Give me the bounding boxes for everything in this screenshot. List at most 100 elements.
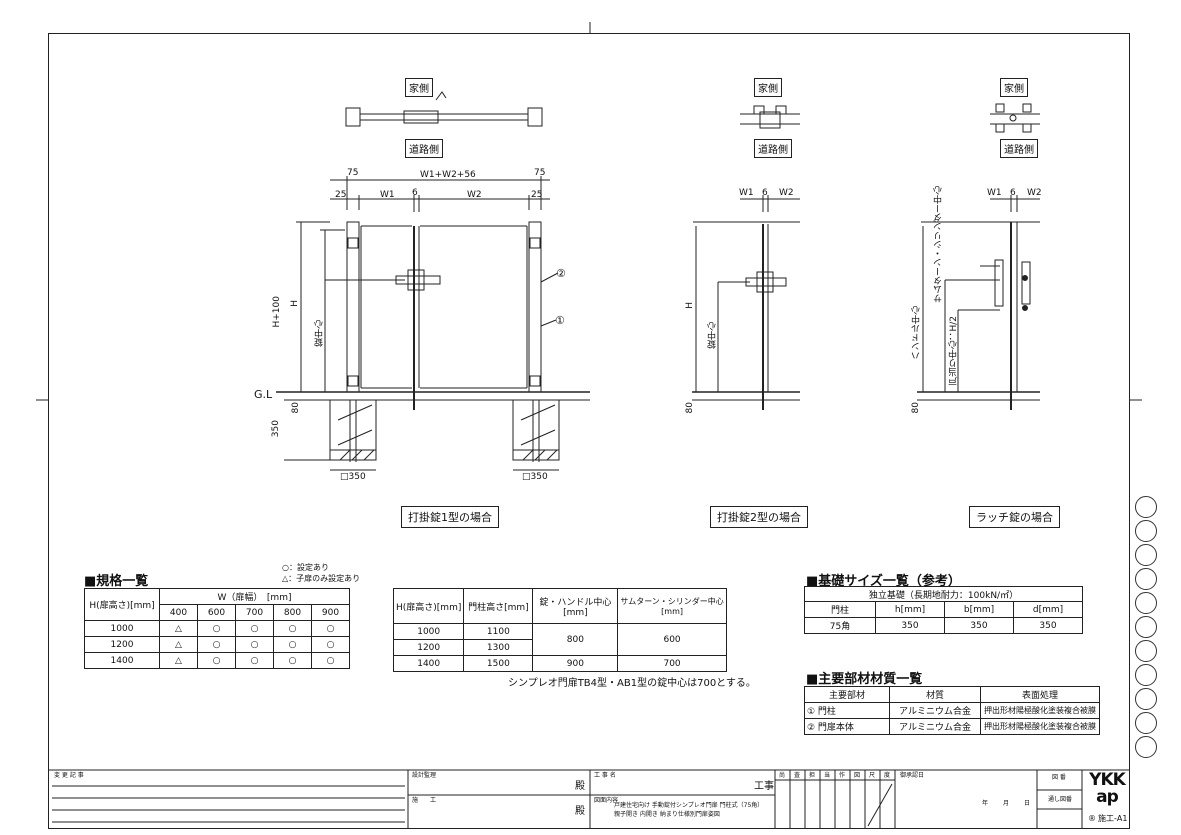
- latch-80: 80: [911, 402, 921, 414]
- change-record-label: 変 更 記 事: [54, 772, 84, 779]
- type1-road-side: 道路側: [405, 139, 443, 158]
- spec-width: 400: [159, 604, 198, 621]
- mt-finish-a: 押出形材: [984, 706, 1016, 715]
- thumb-center: サムターン・シリンダー中心: [934, 186, 944, 303]
- month-label: 月: [1003, 800, 1010, 807]
- day-label: 日: [1024, 800, 1031, 807]
- spec-cell: ○: [311, 652, 350, 669]
- spec-legend-1: ○：設定あり: [282, 563, 329, 572]
- spec-cell: ○: [273, 636, 312, 653]
- mt-finish-b: 陽極酸化塗装複合被膜: [1016, 706, 1096, 715]
- foundation-table: 独立基礎（長期地耐力：100kN/㎡） 門柱 h[mm] b[mm] d[mm]…: [804, 586, 1083, 634]
- table-row: 75角 350 350 350: [804, 617, 1083, 634]
- dim-post-right: 75: [534, 168, 546, 178]
- ht-cell: 1400: [392, 655, 465, 672]
- ht-cell: 800: [532, 623, 619, 656]
- dim-post-left: 75: [347, 168, 359, 178]
- ht-cell: 900: [532, 655, 619, 672]
- height-table: H(扉高さ)[mm] 門柱高さ[mm] 錠・ハンドル中心[mm] サムターン・シ…: [392, 588, 727, 672]
- project-value: 工事: [754, 781, 774, 792]
- project-name-label: 工 事 名: [594, 772, 616, 779]
- table-row: ② 門扉本体 アルミニウム合金 押出形材陽極酸化塗装複合被膜: [804, 718, 1100, 735]
- dono-1: 殿: [575, 781, 585, 792]
- spec-cell: △: [159, 620, 198, 637]
- ht-thumb-label: サムターン・シリンダー中心: [620, 597, 724, 606]
- mt-finish-b: 陽極酸化塗装複合被膜: [1016, 722, 1096, 731]
- spec-cell: 1200: [84, 636, 160, 653]
- spec-width: 900: [311, 604, 350, 621]
- latch-house-side: 家側: [1000, 78, 1028, 97]
- mt-header: 主要部材: [804, 686, 890, 703]
- ht-cell: 700: [617, 655, 727, 672]
- fd-cell: 75角: [804, 617, 876, 634]
- dim-w2: W2: [467, 190, 482, 200]
- table-row: 1200 1300: [392, 639, 727, 656]
- registered-mark: ®: [1088, 814, 1096, 823]
- spec-cell: △: [159, 652, 198, 669]
- spec-cell: ○: [311, 636, 350, 653]
- stamp-label: 尚: [779, 772, 786, 779]
- foundation-right-size: □350: [522, 472, 548, 482]
- spec-cell: ○: [273, 620, 312, 637]
- t2-w1: W1: [739, 188, 754, 198]
- mt-cell: アルミニウム合金: [889, 702, 981, 719]
- ht-cell: 1100: [463, 623, 534, 640]
- ht-lock-label: 錠・ハンドル中心: [539, 597, 612, 608]
- spec-cell: ○: [197, 652, 236, 669]
- table-row: 1200 △ ○ ○ ○ ○: [84, 636, 350, 653]
- mt-header: 表面処理: [980, 686, 1100, 703]
- door-stop-center: 戸当り中心：H/2: [949, 316, 959, 386]
- ht-cell: 1500: [463, 655, 534, 672]
- type1-house-side: 家側: [405, 78, 433, 97]
- stamp-label: 作: [839, 772, 846, 779]
- dim-lock-center: 錠中心: [315, 320, 325, 347]
- height-note: シンプレオ門扉TB4型・AB1型の錠中心は700とする。: [508, 678, 756, 689]
- t2-w2: W2: [779, 188, 794, 198]
- drawing-content-label: 図面内容: [594, 797, 619, 804]
- drawing-no-label: 図 番: [1052, 774, 1066, 781]
- ht-cell: 600: [617, 623, 727, 656]
- fd-header: 門柱: [804, 601, 876, 618]
- sheet-number: 施工-A1: [1098, 814, 1128, 823]
- latch-w2: W2: [1027, 188, 1042, 198]
- ht-header-lock: 錠・ハンドル中心[mm]: [532, 588, 619, 624]
- year-label: 年: [982, 800, 989, 807]
- ht-header: H(扉高さ)[mm]: [392, 588, 465, 624]
- mt-header: 材質: [889, 686, 981, 703]
- caption-latch: ラッチ錠の場合: [969, 506, 1060, 528]
- drawing-frame: [48, 33, 1130, 829]
- spec-title: ■規格一覧: [84, 574, 149, 589]
- foundation-sub: 独立基礎（長期地耐力：100kN/㎡）: [804, 586, 1083, 602]
- stamp-label: 担: [809, 772, 816, 779]
- fd-header: b[mm]: [944, 601, 1014, 618]
- fd-header: d[mm]: [1013, 601, 1083, 618]
- type2-house-side: 家側: [754, 78, 782, 97]
- spec-w-header: W（扉幅） [mm]: [159, 588, 350, 605]
- approval-label: 御承認日: [900, 772, 925, 779]
- spec-width: 800: [273, 604, 312, 621]
- revision-circles: [1135, 496, 1161, 760]
- callout-1: ①: [555, 314, 565, 327]
- stamp-label: 図: [854, 772, 861, 779]
- fd-header: h[mm]: [875, 601, 945, 618]
- content-line-1: 戸建住宅向け 手動錠付シンプレオ門扉 門柱式（75角）: [614, 802, 764, 809]
- ht-header: 門柱高さ[mm]: [463, 588, 534, 624]
- foundation-title: ■基礎サイズ一覧（参考）: [806, 574, 961, 589]
- mt-cell: 押出形材陽極酸化塗装複合被膜: [980, 718, 1100, 735]
- ht-cell: 1300: [463, 639, 534, 656]
- ht-cell: 1000: [392, 623, 465, 640]
- ht-thumb-unit: [mm]: [661, 607, 683, 616]
- table-row: 1000 △ ○ ○ ○ ○: [84, 620, 350, 637]
- dim-total: W1+W2+56: [420, 170, 476, 180]
- type2-road-side: 道路側: [754, 139, 792, 158]
- stamp-label: 尺: [869, 772, 876, 779]
- design-supervision-label: 設計監理: [412, 772, 437, 779]
- dim-80: 80: [291, 402, 301, 414]
- construction-label: 施 工: [412, 797, 437, 804]
- callout-2: ②: [556, 267, 566, 280]
- stamp-label: 度: [884, 772, 891, 779]
- dim-h: H: [290, 300, 300, 307]
- mt-cell: ① 門柱: [804, 702, 890, 719]
- spec-cell: ○: [235, 652, 274, 669]
